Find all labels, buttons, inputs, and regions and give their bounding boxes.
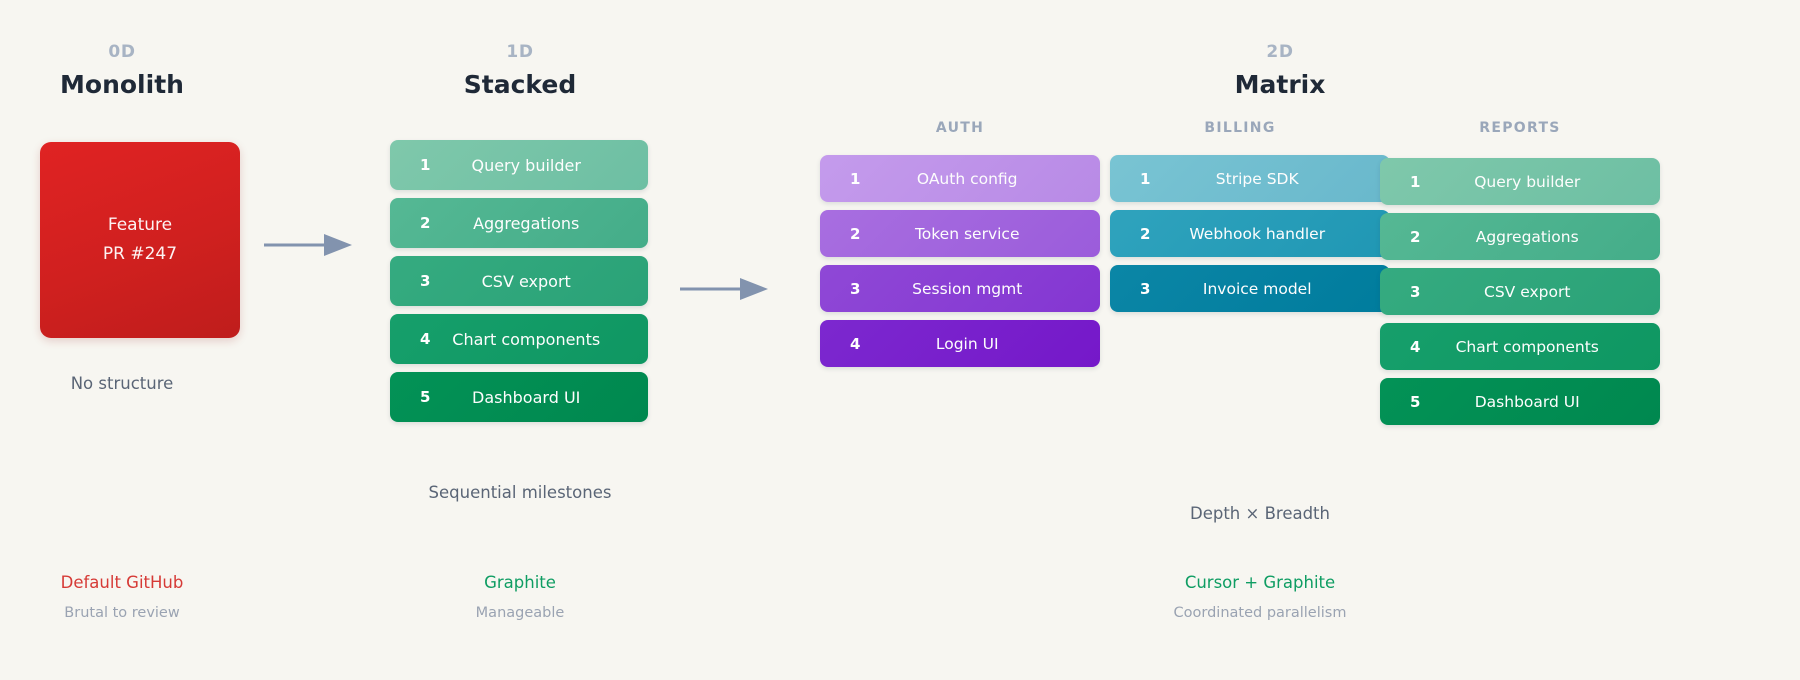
group-header-reports: REPORTS — [1479, 120, 1561, 136]
card-billing-1[interactable]: 1 Stripe SDK — [1110, 155, 1390, 202]
card-label: Dashboard UI — [1474, 392, 1580, 411]
card-number: 3 — [1410, 282, 1421, 301]
card-label: Stripe SDK — [1215, 169, 1299, 188]
footer-title-2d: Cursor + Graphite — [1184, 573, 1336, 592]
card-label: Invoice model — [1202, 279, 1312, 298]
footer-title-0d: Default GitHub — [60, 573, 184, 592]
stacked-column: 1 Query builder 2 Aggregations 3 CSV export 4 C… — [390, 140, 648, 430]
card-label: CSV export — [1484, 282, 1571, 301]
dimension-tag-2d: 2D — [1266, 42, 1294, 62]
footer-sub-0d: Brutal to review — [64, 604, 180, 621]
card-reports-4[interactable]: 4 Chart components — [1380, 323, 1660, 370]
card-number: 5 — [1410, 392, 1421, 411]
card-number: 2 — [1410, 227, 1421, 246]
card-auth-3[interactable]: 3 Session mgmt — [820, 265, 1100, 312]
card-number: 5 — [420, 388, 431, 406]
column-header-0d: 0D Monolith — [22, 42, 222, 99]
arrow-stacked-to-matrix — [680, 278, 768, 300]
card-number: 1 — [1140, 169, 1151, 188]
card-number: 2 — [850, 224, 861, 243]
column-title-2d: Matrix — [1234, 70, 1326, 99]
card-label: Login UI — [935, 334, 999, 353]
arrow-monolith-to-stacked — [264, 234, 352, 256]
monolith-pr-label: PR #247 — [102, 244, 178, 264]
card-stacked-2[interactable]: 2 Aggregations — [390, 198, 648, 248]
card-label: Dashboard UI — [472, 387, 581, 407]
card-label: Query builder — [1474, 172, 1581, 191]
card-number: 2 — [1140, 224, 1151, 243]
card-auth-1[interactable]: 1 OAuth config — [820, 155, 1100, 202]
card-reports-1[interactable]: 1 Query builder — [1380, 158, 1660, 205]
card-number: 1 — [420, 156, 431, 174]
column-header-2d: 2D Matrix — [1100, 42, 1460, 99]
group-header-billing: BILLING — [1204, 120, 1276, 136]
card-number: 2 — [420, 214, 431, 232]
monolith-feature-label: Feature — [107, 214, 173, 235]
matrix-group-billing: 1 Stripe SDK 2 Webhook handler 3 Invoice mode… — [1110, 155, 1390, 320]
caption-0d: No structure — [70, 374, 174, 393]
card-label: Token service — [914, 224, 1020, 243]
card-billing-2[interactable]: 2 Webhook handler — [1110, 210, 1390, 257]
group-header-auth: AUTH — [935, 120, 985, 136]
column-title-0d: Monolith — [60, 70, 184, 99]
card-reports-2[interactable]: 2 Aggregations — [1380, 213, 1660, 260]
card-number: 3 — [1140, 279, 1151, 298]
monolith-card[interactable]: Feature PR #247 — [40, 142, 240, 338]
card-stacked-4[interactable]: 4 Chart components — [390, 314, 648, 364]
dimension-tag-1d: 1D — [506, 42, 534, 62]
caption-2d: Depth × Breadth — [1190, 504, 1330, 523]
footer-2d: Cursor + Graphite Coordinated parallelis… — [1080, 573, 1440, 621]
column-title-1d: Stacked — [463, 70, 577, 99]
card-label: Chart components — [1455, 337, 1599, 356]
card-label: Query builder — [471, 155, 581, 175]
card-billing-3[interactable]: 3 Invoice model — [1110, 265, 1390, 312]
card-reports-3[interactable]: 3 CSV export — [1380, 268, 1660, 315]
card-label: Session mgmt — [912, 279, 1023, 298]
card-number: 1 — [850, 169, 861, 188]
card-label: Webhook handler — [1189, 224, 1326, 243]
footer-title-1d: Graphite — [484, 573, 556, 592]
card-auth-2[interactable]: 2 Token service — [820, 210, 1100, 257]
card-label: Chart components — [452, 329, 601, 349]
matrix-group-auth: 1 OAuth config 2 Token service 3 Session mgmt… — [820, 155, 1100, 375]
card-label: Aggregations — [473, 213, 580, 233]
card-label: Aggregations — [1475, 227, 1579, 246]
card-number: 4 — [420, 330, 431, 348]
card-stacked-5[interactable]: 5 Dashboard UI — [390, 372, 648, 422]
footer-0d: Default GitHub Brutal to review — [22, 573, 222, 621]
card-number: 3 — [420, 272, 431, 290]
card-stacked-3[interactable]: 3 CSV export — [390, 256, 648, 306]
card-number: 3 — [850, 279, 861, 298]
card-number: 4 — [850, 334, 861, 353]
card-label: OAuth config — [916, 169, 1018, 188]
footer-sub-2d: Coordinated parallelism — [1173, 604, 1347, 621]
footer-sub-1d: Manageable — [475, 604, 565, 621]
matrix-group-reports: 1 Query builder 2 Aggregations 3 CSV export 4 C… — [1380, 158, 1660, 433]
card-auth-4[interactable]: 4 Login UI — [820, 320, 1100, 367]
dimension-tag-0d: 0D — [108, 42, 136, 62]
card-stacked-1[interactable]: 1 Query builder — [390, 140, 648, 190]
card-reports-5[interactable]: 5 Dashboard UI — [1380, 378, 1660, 425]
card-label: CSV export — [481, 271, 571, 291]
card-number: 1 — [1410, 172, 1421, 191]
footer-1d: Graphite Manageable — [390, 573, 650, 621]
card-number: 4 — [1410, 337, 1421, 356]
column-header-1d: 1D Stacked — [390, 42, 650, 99]
caption-1d: Sequential milestones — [428, 483, 612, 502]
